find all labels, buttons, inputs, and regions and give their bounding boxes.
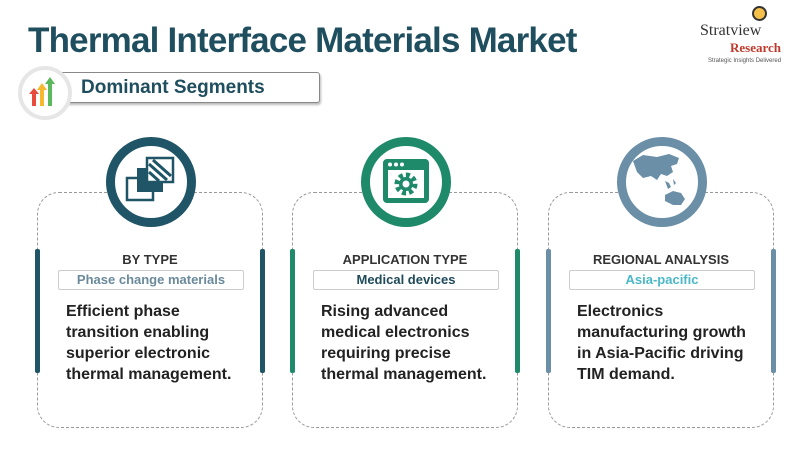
segment-pill: Asia-pacific: [569, 270, 755, 290]
card-description: Electronics manufacturing growth in Asia…: [577, 303, 746, 383]
card-description: Rising advanced medical electronics requ…: [321, 303, 487, 383]
card-description: Efficient phase transition enabling supe…: [66, 303, 232, 383]
accent-bar: [290, 249, 295, 373]
segment-card-region: REGIONAL ANALYSIS Asia-pacific Electroni…: [546, 137, 776, 428]
accent-bar: [515, 249, 520, 373]
accent-bar: [35, 249, 40, 373]
segment-pill: Phase change materials: [58, 270, 244, 290]
segment-card-type: BY TYPE Phase change materials Efficient…: [35, 137, 265, 428]
card-heading: BY TYPE: [122, 252, 178, 267]
logo-line2: Research: [730, 40, 782, 55]
accent-bar: [546, 249, 551, 373]
logo-tagline: Strategic Insights Delivered: [708, 58, 782, 64]
accent-bar: [771, 249, 776, 373]
card-heading: REGIONAL ANALYSIS: [592, 252, 730, 267]
magnifier-icon: [752, 6, 767, 21]
asia-pacific-map-icon: [617, 137, 707, 227]
section-label: Dominant Segments: [58, 72, 320, 103]
layers-icon: [106, 137, 196, 227]
card-heading: APPLICATION TYPE: [342, 252, 468, 267]
accent-bar: [260, 249, 265, 373]
window-gear-icon: [361, 137, 451, 227]
growth-arrows-icon: [18, 66, 72, 120]
logo-line1: Stratview: [700, 22, 762, 39]
stratview-logo: Stratview Research Strategic Insights De…: [700, 6, 796, 70]
segment-pill: Medical devices: [313, 270, 499, 290]
page-title: Thermal Interface Materials Market: [28, 21, 577, 60]
segment-card-application: APPLICATION TYPE Medical devices Rising …: [290, 137, 520, 428]
